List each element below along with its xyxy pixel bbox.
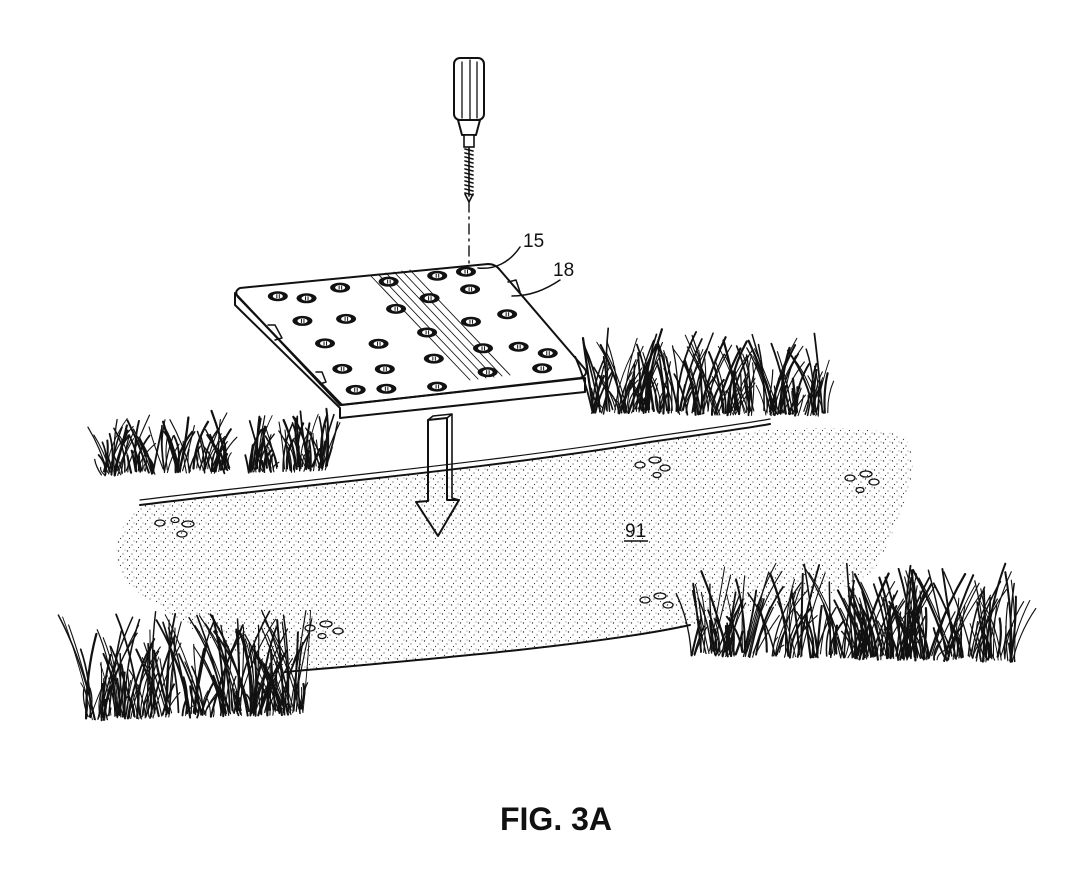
- plate-hole: [460, 316, 481, 327]
- leader-line-18: [511, 279, 561, 297]
- down-arrow-icon: [415, 413, 460, 537]
- grass-tuft-right-lower: [675, 562, 1037, 663]
- plate-hole: [378, 276, 399, 287]
- plate-hole: [330, 282, 351, 293]
- grass-tuft-left: [87, 407, 341, 477]
- plate-hole: [417, 327, 438, 338]
- plate-hole: [345, 384, 366, 395]
- plate-hole: [508, 341, 529, 352]
- leader-line-15: [477, 246, 521, 270]
- plate-hole: [419, 293, 440, 304]
- reference-numeral-18: 18: [553, 260, 574, 281]
- plate-hole: [537, 348, 558, 359]
- pebbles: [154, 456, 880, 640]
- plate-hole: [427, 381, 448, 392]
- plate-hole: [292, 315, 313, 326]
- plate-texture: [369, 269, 511, 381]
- plate-hole: [376, 383, 397, 394]
- plate-hole: [473, 343, 494, 354]
- plate: [234, 263, 588, 419]
- plate-hole: [386, 303, 407, 314]
- reference-numeral-91: 91: [625, 521, 646, 542]
- grass-tuft-right-upper: [574, 327, 835, 417]
- plate-hole: [427, 270, 448, 281]
- plate-hole: [455, 266, 476, 277]
- plate-hole: [374, 364, 395, 375]
- plate-hole: [532, 363, 553, 374]
- plate-hole: [368, 338, 389, 349]
- plate-hole: [336, 313, 357, 324]
- grass-tuft-left-lower: [57, 609, 313, 722]
- plate-hole: [267, 291, 288, 302]
- plate-hole: [497, 309, 518, 320]
- plate-hole: [460, 284, 481, 295]
- screw-icon: [453, 57, 485, 266]
- plate-hole: [296, 293, 317, 304]
- plate-hole: [423, 353, 444, 364]
- plate-hole: [315, 338, 336, 349]
- figure-caption: FIG. 3A: [500, 801, 612, 837]
- plate-hole: [332, 363, 353, 374]
- reference-numeral-15: 15: [523, 231, 544, 252]
- ground-patch: [116, 418, 913, 673]
- plate-hole: [477, 367, 498, 378]
- plate-holes: [267, 266, 558, 395]
